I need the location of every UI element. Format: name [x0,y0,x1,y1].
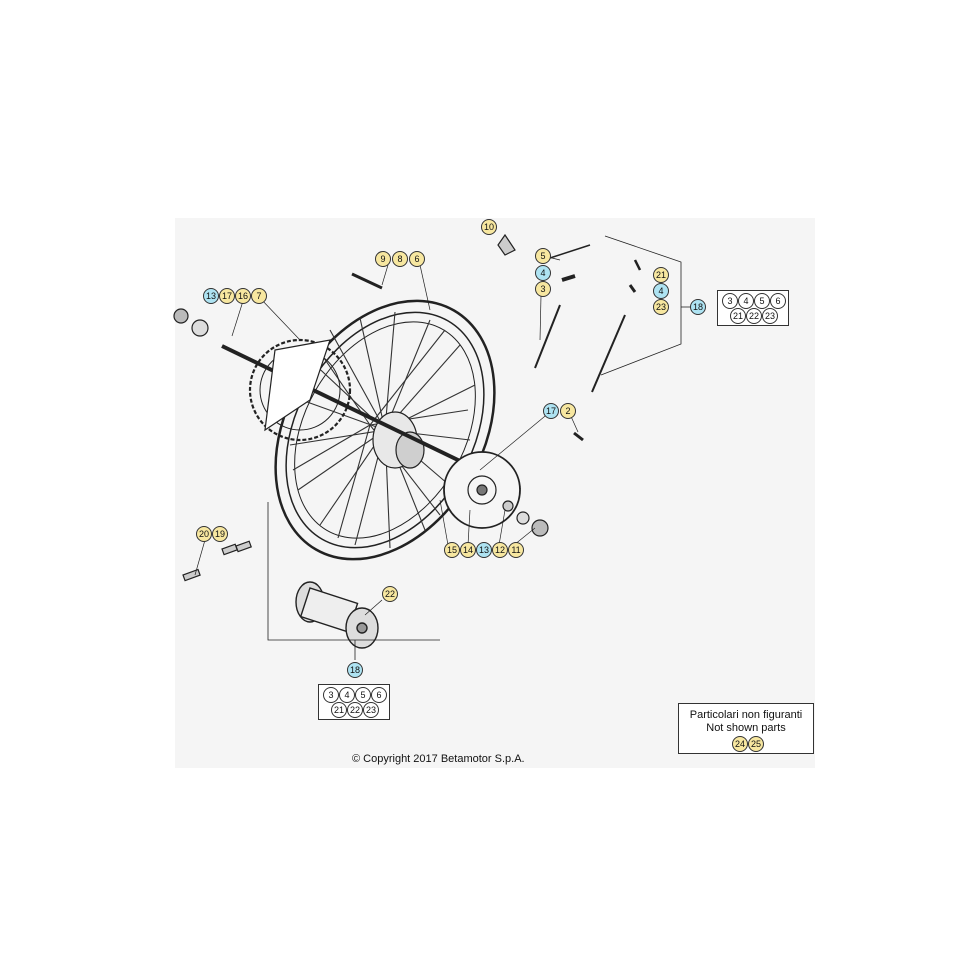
right-spacer [516,511,530,525]
copyright-text: © Copyright 2017 Betamotor S.p.A. [352,753,525,765]
callout-9: 9 [375,251,391,267]
callout-23: 23 [653,299,669,315]
callout-16: 16 [235,288,251,304]
kit-top-22: 22 [746,308,762,324]
bolt [351,272,383,290]
callout-18-top: 18 [690,299,706,315]
callout-14: 14 [460,542,476,558]
callout-19: 19 [212,526,228,542]
kit-top-4: 4 [738,293,754,309]
callout-8: 8 [392,251,408,267]
kit-box-bottom: 3 4 5 6 21 22 23 [318,684,390,720]
callout-20: 20 [196,526,212,542]
callout-15: 15 [444,542,460,558]
kit-top-5: 5 [754,293,770,309]
callout-17-right: 17 [543,403,559,419]
callout-2: 2 [560,403,576,419]
callout-11: 11 [508,542,524,558]
callout-22: 22 [382,586,398,602]
callout-21: 21 [653,267,669,283]
callout-17: 17 [219,288,235,304]
valve [497,233,516,256]
callout-12: 12 [492,542,508,558]
kit-bottom-3: 3 [323,687,339,703]
callout-3: 3 [535,281,551,297]
note-part-24: 24 [732,736,748,752]
callout-10: 10 [481,219,497,235]
callout-5: 5 [535,248,551,264]
kit-top-6: 6 [770,293,786,309]
note-part-25: 25 [748,736,764,752]
right-washer [502,500,514,512]
right-nut [531,519,549,537]
kit-top-23: 23 [762,308,778,324]
left-spacer [191,319,209,337]
callout-4-right: 4 [653,283,669,299]
chain-links [182,540,252,582]
not-shown-parts-box: Particolari non figuranti Not shown part… [678,703,814,754]
callout-13: 13 [203,288,219,304]
left-nut [173,308,189,324]
callout-6: 6 [409,251,425,267]
note-italian: Particolari non figuranti [689,709,803,721]
kit-bottom-6: 6 [371,687,387,703]
callout-7: 7 [251,288,267,304]
kit-top-3: 3 [722,293,738,309]
kit-bottom-22: 22 [347,702,363,718]
kit-bottom-4: 4 [339,687,355,703]
hub-detail [295,581,379,649]
callout-18-bottom: 18 [347,662,363,678]
kit-bottom-23: 23 [363,702,379,718]
kit-top-21: 21 [730,308,746,324]
spoke-part [549,244,591,259]
callout-4: 4 [535,265,551,281]
note-english: Not shown parts [706,722,786,734]
kit-bottom-5: 5 [355,687,371,703]
kit-box-top: 3 4 5 6 21 22 23 [717,290,789,326]
callout-13-right: 13 [476,542,492,558]
kit-bottom-21: 21 [331,702,347,718]
